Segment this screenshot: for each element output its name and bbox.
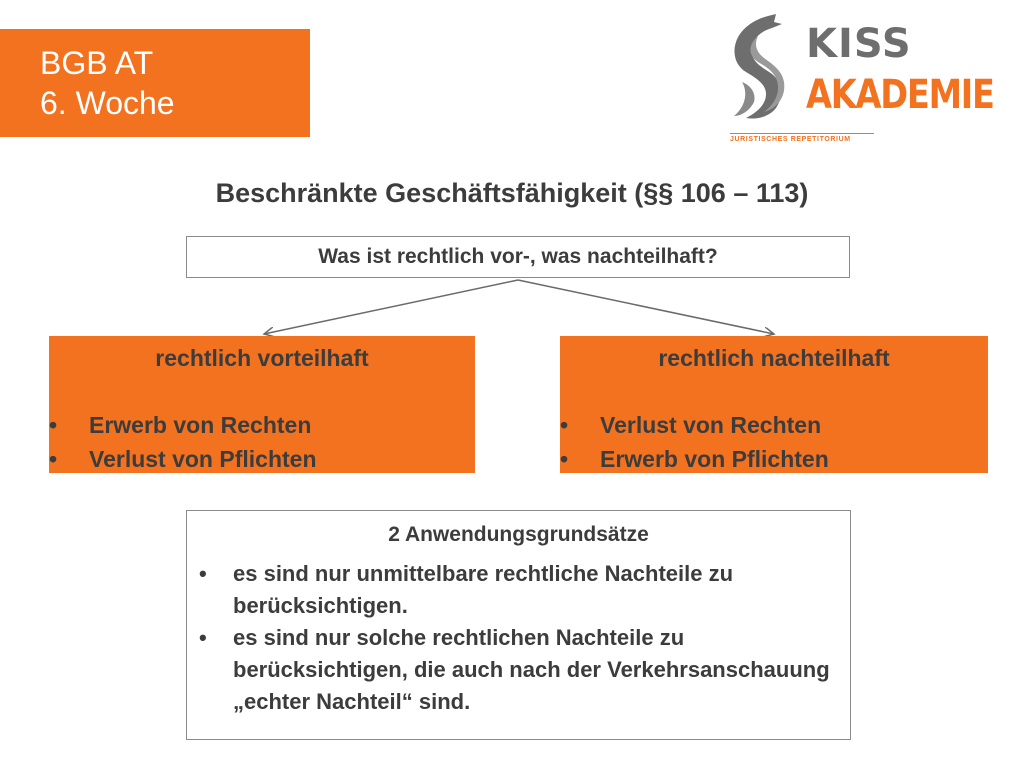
principles-box: 2 Anwendungsgrundsätze • es sind nur unm… (186, 510, 851, 740)
bullet-glyph: • (49, 446, 58, 472)
advantageous-title: rechtlich vorteilhaft (155, 345, 369, 371)
list-item: • Erwerb von Pflichten (560, 442, 988, 476)
principle-text: es sind nur unmittelbare rechtliche Nach… (233, 561, 734, 618)
disadvantageous-box: rechtlich nachteilhaft • Verlust von Rec… (560, 336, 988, 473)
advantageous-list: • Erwerb von Rechten • Verlust von Pflic… (49, 408, 475, 476)
list-item: • es sind nur solche rechtlichen Nachtei… (187, 622, 850, 718)
bullet-glyph: • (199, 625, 207, 650)
logo-tagline: JURISTISCHES REPETITORIUM (730, 133, 874, 143)
arrow-to-disadvantageous (517, 279, 774, 334)
advantageous-box: rechtlich vorteilhaft • Erwerb von Recht… (49, 336, 475, 473)
principles-list: • es sind nur unmittelbare rechtliche Na… (187, 558, 850, 718)
question-text: Was ist rechtlich vor-, was nachteilhaft… (318, 245, 718, 268)
disadvantageous-item: Verlust von Rechten (600, 412, 822, 438)
bullet-glyph: • (560, 412, 569, 438)
list-item: • es sind nur unmittelbare rechtliche Na… (187, 558, 850, 622)
bullet-glyph: • (199, 561, 207, 586)
course-title: BGB AT (40, 45, 154, 81)
advantageous-item: Erwerb von Rechten (89, 412, 312, 438)
disadvantageous-item: Erwerb von Pflichten (600, 446, 829, 472)
logo-akademie-text: AKADEMIE (806, 72, 995, 118)
course-week: 6. Woche (40, 85, 175, 121)
principle-text: es sind nur solche rechtlichen Nachteile… (233, 625, 830, 714)
principles-title: 2 Anwendungsgrundsätze (388, 523, 649, 546)
bullet-glyph: • (49, 412, 58, 438)
advantageous-item: Verlust von Pflichten (89, 446, 317, 472)
kiss-akademie-logo: KISS AKADEMIE JURISTISCHES REPETITORIUM (728, 12, 1004, 147)
list-item: • Erwerb von Rechten (49, 408, 475, 442)
page-title: Beschränkte Geschäftsfähigkeit (§§ 106 –… (215, 178, 809, 208)
course-label: BGB AT 6. Woche (0, 29, 310, 137)
list-item: • Verlust von Rechten (560, 408, 988, 442)
disadvantageous-title: rechtlich nachteilhaft (658, 345, 890, 371)
phoenix-s-icon (734, 14, 785, 119)
disadvantageous-list: • Verlust von Rechten • Erwerb von Pflic… (560, 408, 988, 476)
bullet-glyph: • (560, 446, 569, 472)
arrow-to-advantageous (264, 279, 519, 334)
list-item: • Verlust von Pflichten (49, 442, 475, 476)
question-box: Was ist rechtlich vor-, was nachteilhaft… (186, 236, 850, 278)
logo-kiss-text: KISS (806, 21, 912, 67)
